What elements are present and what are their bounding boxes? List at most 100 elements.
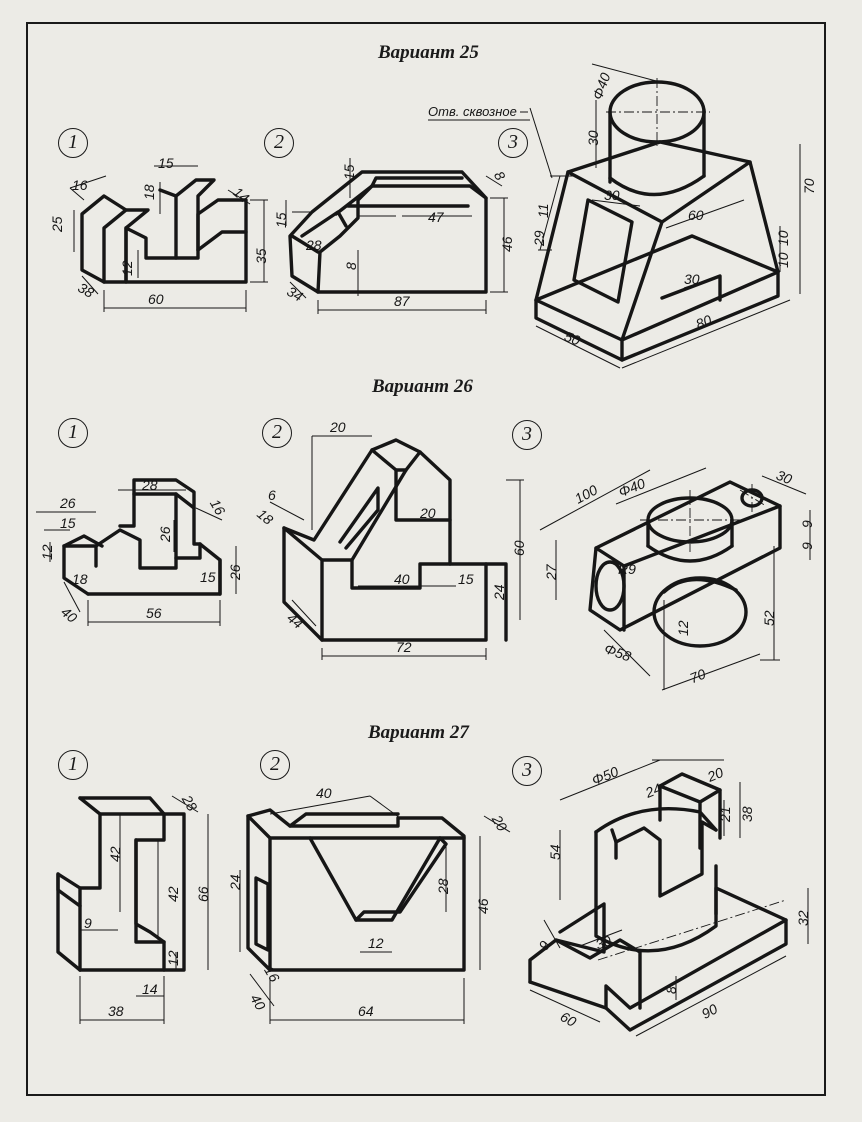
sheet-frame [26,22,826,1096]
dim-text: 15 [200,569,216,585]
v26-part-1-number: 1 [58,418,88,448]
dim-text: 38 [739,806,755,822]
dim-text: 12 [675,620,691,636]
dim-text: 30 [604,187,620,203]
variant-26-title: Вариант 26 [372,376,473,397]
v27-part-1-drawing: 28 42 42 66 9 12 38 14 [56,791,211,1024]
v25-part-3-drawing: Отв. сквозное Φ40 30 70 30 60 11 29 10 1… [428,63,817,369]
dim-text: 15 [158,155,174,171]
dim-text: 16 [207,496,229,518]
dim-text: 9 [535,938,553,953]
dim-text: 26 [157,526,173,543]
dim-text: 14 [142,981,158,997]
dim-text: 64 [358,1003,374,1019]
v27-part-2-drawing: 40 20 24 28 46 12 16 40 64 [227,785,511,1024]
dim-text: 60 [511,540,527,556]
dim-text: 28 [141,477,158,493]
v25-part-1-number: 1 [58,128,88,158]
dim-text: 50 [562,328,583,349]
v27-part-2-number: 2 [260,750,290,780]
dim-text: 30 [585,130,601,146]
v27-part-3-number: 3 [512,756,542,786]
v25-part-2-number: 2 [264,128,294,158]
dim-text: 8 [663,986,679,994]
dim-text: 26 [59,495,76,511]
dim-text: R9 [618,561,636,577]
dim-text: 26 [227,564,243,581]
dim-text: 15 [341,164,357,180]
variant-25-title: Вариант 25 [378,42,479,63]
dim-text: 18 [141,184,157,200]
dim-text: 21 [717,806,733,823]
dim-text: Φ40 [589,70,613,101]
dim-text: 30 [774,467,795,488]
dim-text: 18 [254,505,276,527]
dim-text: 15 [60,515,76,531]
v27-part-1-number: 1 [58,750,88,780]
dim-text: 6 [268,487,276,503]
dim-text: 12 [39,544,55,560]
annotation-through-hole: Отв. сквозное [428,104,517,119]
v26-part-2-number: 2 [262,418,292,448]
dim-text: 70 [801,178,817,194]
dim-text: 54 [547,844,563,860]
dim-text: 9 [799,542,815,550]
dim-text: 30 [593,932,613,952]
dim-text: 34 [284,283,306,305]
dim-text: 100 [572,481,600,506]
dim-text: 38 [75,279,97,301]
dim-text: 29 [531,230,547,247]
dim-text: 28 [435,878,451,895]
dim-text: 28 [305,237,322,253]
variant-27-title: Вариант 27 [368,722,469,743]
dim-text: 12 [368,935,384,951]
dim-text: Φ58 [602,640,633,664]
v25-part-3-number: 3 [498,128,528,158]
dim-text: 42 [165,886,181,902]
dim-text: 9 [84,915,92,931]
dim-text: 11 [535,203,551,218]
dim-text: 46 [499,236,515,252]
dim-text: 44 [284,609,306,631]
dim-text: Φ40 [616,475,647,500]
dim-text: 40 [394,571,410,587]
dim-text: 16 [261,963,283,985]
dim-text: 8 [343,262,359,270]
dim-text: 28 [178,791,200,814]
v26-part-3-drawing: 100 Φ40 30 9 9 27 R9 52 12 Φ58 70 [539,467,815,691]
dim-text: 60 [688,207,704,223]
v25-part-2-drawing: 15 8 15 47 28 8 46 34 87 [273,158,515,314]
dim-text: 27 [543,563,559,581]
dim-text: 32 [795,910,811,926]
dim-text: 30 [684,271,700,287]
dim-text: 14 [230,184,252,206]
dim-text: 16 [72,177,88,193]
dim-text: 90 [699,1000,720,1022]
dim-text: 24 [642,780,664,801]
dim-text: 20 [419,505,436,521]
v27-part-3-drawing: Φ50 20 24 21 38 54 9 30 32 8 60 90 [528,759,811,1037]
dim-text: 56 [146,605,162,621]
dim-text: 46 [475,898,491,914]
dim-text: 66 [195,886,211,902]
dim-text: 38 [108,1003,124,1019]
dim-text: 20 [488,811,510,834]
dim-text: 24 [227,874,243,891]
dim-text: 70 [687,665,708,686]
dim-text: 47 [428,209,445,225]
dim-text: 72 [396,639,412,655]
dim-text: 35 [253,248,269,264]
dim-text: 80 [693,311,714,332]
v26-part-1-drawing: 28 26 15 16 26 12 18 15 26 40 56 [36,477,243,626]
dim-text: 10 [775,252,791,268]
v26-part-2-drawing: 20 6 18 20 60 40 15 24 44 72 [254,419,527,660]
dim-text: 42 [107,846,123,862]
dim-text: 10 [775,230,791,246]
dim-text: 12 [165,950,181,966]
dim-text: 20 [704,764,726,785]
dim-text: Φ50 [589,763,620,788]
dim-text: 40 [316,785,332,801]
dim-text: 24 [491,584,507,601]
